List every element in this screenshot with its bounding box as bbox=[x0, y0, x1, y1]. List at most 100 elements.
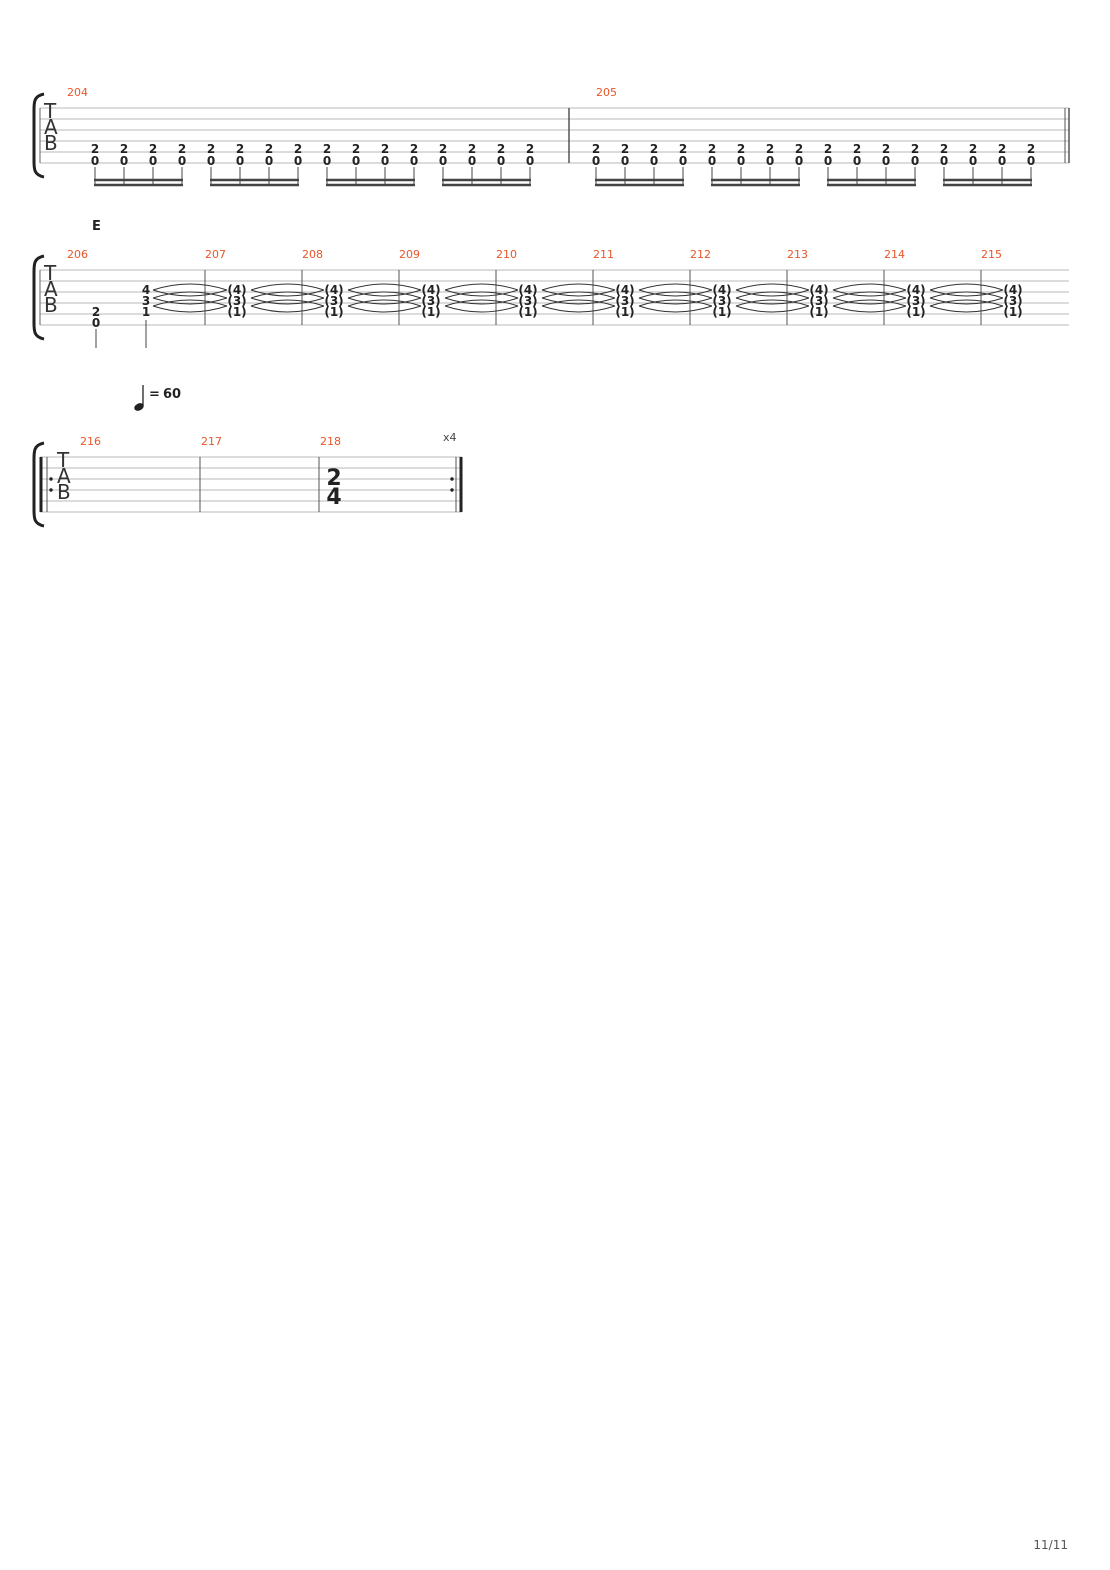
fret-number: 0 bbox=[497, 154, 505, 168]
fret-number: 0 bbox=[795, 154, 803, 168]
tied-fret-number: (3) bbox=[227, 294, 246, 308]
section-marker: E bbox=[92, 219, 101, 234]
clef-letter-t: T bbox=[43, 99, 57, 123]
tie-arc bbox=[541, 283, 616, 291]
tied-fret-number: (1) bbox=[421, 305, 440, 319]
fret-number: 2 bbox=[236, 142, 244, 156]
tie-arc bbox=[832, 297, 907, 305]
tie-arc bbox=[250, 291, 325, 299]
fret-number: 2 bbox=[294, 142, 302, 156]
fret-number: 2 bbox=[381, 142, 389, 156]
measure-number: 208 bbox=[302, 248, 323, 261]
tied-fret-number: (4) bbox=[809, 283, 828, 297]
repeat-dot bbox=[450, 488, 454, 492]
tie-arc bbox=[638, 289, 713, 297]
tie-arc bbox=[347, 283, 422, 291]
fret-number: 0 bbox=[294, 154, 302, 168]
clef-letter-a: A bbox=[57, 464, 71, 488]
tempo-bpm: 60 bbox=[163, 387, 181, 402]
system-bracket bbox=[32, 92, 45, 179]
tie-arc bbox=[929, 305, 1004, 313]
tie-arc bbox=[347, 299, 422, 307]
fret-number: 0 bbox=[468, 154, 476, 168]
fret-number: 2 bbox=[679, 142, 687, 156]
tie-arc bbox=[638, 283, 713, 291]
measure-number: 206 bbox=[67, 248, 88, 261]
tied-fret-number: (4) bbox=[906, 283, 925, 297]
tied-fret-number: (4) bbox=[227, 283, 246, 297]
tie-arc bbox=[250, 299, 325, 307]
measure-number: 217 bbox=[201, 435, 222, 448]
tied-fret-number: (1) bbox=[712, 305, 731, 319]
fret-number: 2 bbox=[621, 142, 629, 156]
tie-arc bbox=[638, 299, 713, 307]
measure-number: 214 bbox=[884, 248, 905, 261]
tied-fret-number: (4) bbox=[324, 283, 343, 297]
tie-arc bbox=[735, 291, 810, 299]
tied-fret-number: (1) bbox=[227, 305, 246, 319]
time-signature-top: 2 bbox=[326, 466, 341, 491]
system-bracket bbox=[32, 441, 45, 528]
quarter-note-icon bbox=[134, 403, 144, 411]
tied-fret-number: (4) bbox=[615, 283, 634, 297]
tied-fret-number: (3) bbox=[906, 294, 925, 308]
tie-arc bbox=[735, 283, 810, 291]
tie-arc bbox=[444, 289, 519, 297]
tie-arc bbox=[347, 305, 422, 313]
tie-arc bbox=[832, 305, 907, 313]
fret-number: 0 bbox=[650, 154, 658, 168]
fret-number: 2 bbox=[911, 142, 919, 156]
fret-number: 0 bbox=[853, 154, 861, 168]
fret-number: 0 bbox=[592, 154, 600, 168]
clef-letter-t: T bbox=[56, 448, 70, 472]
fret-number: 2 bbox=[468, 142, 476, 156]
tie-arc bbox=[152, 299, 228, 307]
repeat-dot bbox=[49, 477, 53, 481]
fret-number: 2 bbox=[824, 142, 832, 156]
fret-number: 2 bbox=[207, 142, 215, 156]
tie-arc bbox=[832, 283, 907, 291]
measure-number: 210 bbox=[496, 248, 517, 261]
fret-number: 0 bbox=[265, 154, 273, 168]
fret-number: 2 bbox=[149, 142, 157, 156]
fret-number: 0 bbox=[679, 154, 687, 168]
page-number: 11/11 bbox=[1033, 1538, 1068, 1552]
clef-letter-t: T bbox=[43, 261, 57, 285]
fret-number: 2 bbox=[882, 142, 890, 156]
measure-number: 215 bbox=[981, 248, 1002, 261]
fret-number: 2 bbox=[92, 305, 100, 319]
fret-number: 2 bbox=[737, 142, 745, 156]
fret-number: 0 bbox=[824, 154, 832, 168]
tie-arc bbox=[347, 291, 422, 299]
tie-arc bbox=[638, 297, 713, 305]
fret-number: 0 bbox=[621, 154, 629, 168]
tied-fret-number: (4) bbox=[518, 283, 537, 297]
clef-letter-a: A bbox=[44, 277, 58, 301]
tie-arc bbox=[735, 299, 810, 307]
tie-arc bbox=[541, 299, 616, 307]
tie-arc bbox=[347, 297, 422, 305]
tie-arc bbox=[444, 283, 519, 291]
tie-arc bbox=[929, 291, 1004, 299]
tie-arc bbox=[250, 289, 325, 297]
tie-arc bbox=[444, 299, 519, 307]
tied-fret-number: (4) bbox=[712, 283, 731, 297]
tied-fret-number: (3) bbox=[1003, 294, 1022, 308]
tie-arc bbox=[541, 289, 616, 297]
fret-number: 2 bbox=[940, 142, 948, 156]
fret-number: 2 bbox=[265, 142, 273, 156]
fret-number: 2 bbox=[969, 142, 977, 156]
tie-arc bbox=[152, 297, 228, 305]
measure-number: 213 bbox=[787, 248, 808, 261]
fret-number: 2 bbox=[120, 142, 128, 156]
fret-number: 2 bbox=[410, 142, 418, 156]
measure-number: 209 bbox=[399, 248, 420, 261]
tie-arc bbox=[152, 305, 228, 313]
tie-arc bbox=[444, 297, 519, 305]
measure-number: 218 bbox=[320, 435, 341, 448]
tied-fret-number: (3) bbox=[615, 294, 634, 308]
fret-number: 0 bbox=[178, 154, 186, 168]
fret-number: 2 bbox=[352, 142, 360, 156]
tied-fret-number: (3) bbox=[421, 294, 440, 308]
fret-number: 0 bbox=[207, 154, 215, 168]
